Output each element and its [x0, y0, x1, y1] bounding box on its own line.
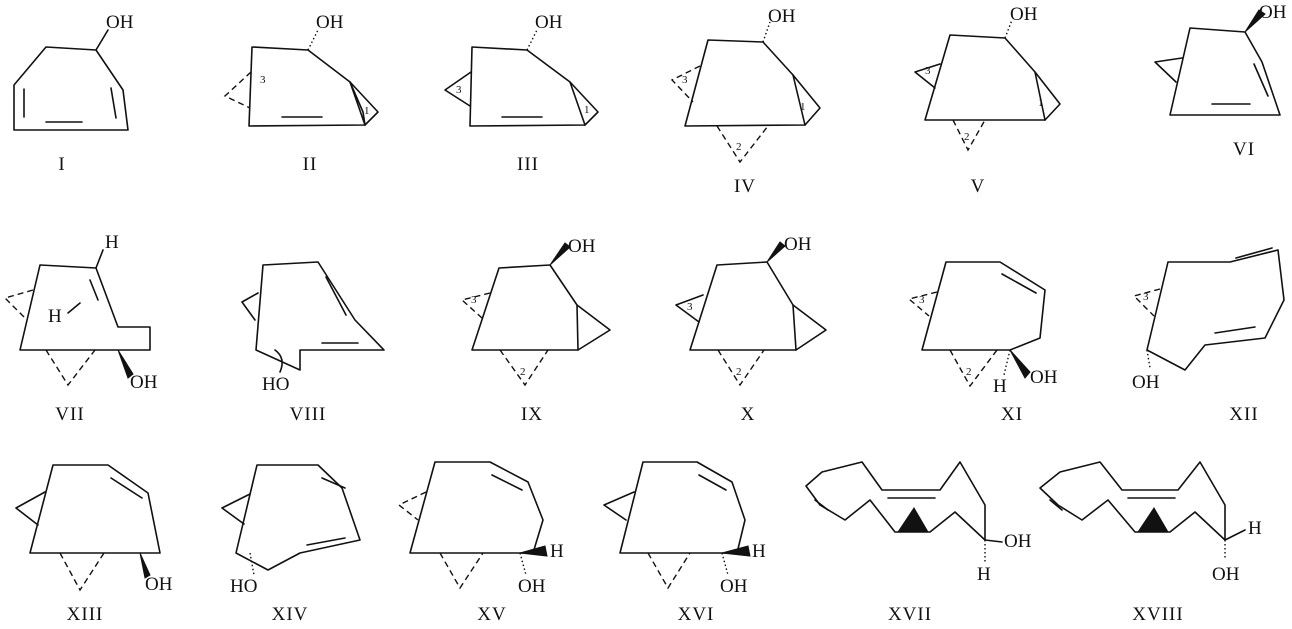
- hydroxyl-label: OH: [316, 12, 344, 33]
- hydrogen-label: H: [48, 306, 62, 327]
- ring-number-1: 1: [800, 101, 806, 113]
- compound-label-IV: IV: [734, 176, 756, 197]
- hydroxyl-label: OH: [1030, 367, 1058, 388]
- compound-label-III: III: [517, 154, 539, 175]
- structure-III: OH 3 1 III: [444, 12, 599, 175]
- compound-label-IX: IX: [521, 404, 543, 425]
- hydroxyl-label: OH: [1212, 564, 1240, 585]
- structure-XII: OH 3 XII: [1132, 247, 1285, 425]
- hydroxyl-label: OH: [518, 576, 546, 597]
- compound-label-XII: XII: [1229, 404, 1258, 425]
- hydroxyl-label: OH: [1010, 4, 1038, 25]
- structure-XVIII: H OH XVIII: [1039, 461, 1262, 625]
- ring-number-1: 1: [364, 105, 370, 117]
- compound-label-VIII: VIII: [290, 404, 327, 425]
- ring-number-1: 1: [1038, 97, 1044, 109]
- ring-number-3: 3: [919, 294, 925, 306]
- compound-label-XVI: XVI: [678, 604, 715, 625]
- hydrogen-label: H: [993, 376, 1007, 397]
- hydrogen-label: H: [550, 541, 564, 562]
- hydroxyl-label: OH: [535, 12, 563, 33]
- structure-VII: H H OH VII: [3, 232, 158, 425]
- compound-label-XVII: XVII: [888, 604, 932, 625]
- ring-number-3: 3: [471, 294, 477, 306]
- structure-VI: OH VI: [1154, 2, 1287, 160]
- hydroxyl-label: OH: [145, 574, 173, 595]
- compound-label-X: X: [741, 404, 756, 425]
- compound-label-XIII: XIII: [67, 604, 104, 625]
- structure-XVII: OH H XVII: [805, 461, 1032, 625]
- structure-V: OH 3 1 2 V: [914, 4, 1061, 197]
- ring-number-3: 3: [1143, 291, 1149, 303]
- structure-XIV: HO XIV: [221, 464, 361, 625]
- structure-X: OH 3 2 X: [675, 234, 827, 425]
- hydroxyl-label: OH: [1132, 372, 1160, 393]
- ring-number-2: 2: [736, 141, 742, 153]
- ring-number-3: 3: [456, 84, 462, 96]
- ring-number-1: 1: [584, 104, 590, 116]
- structure-XI: OH H 3 2 XI: [907, 261, 1058, 425]
- compound-label-XV: XV: [477, 604, 506, 625]
- structure-IV: OH 3 1 2 IV: [670, 6, 821, 197]
- hydroxyl-label: HO: [230, 576, 257, 597]
- structure-XV: H OH XV: [397, 461, 564, 625]
- hydroxyl-label: OH: [720, 576, 748, 597]
- hydroxyl-label: OH: [1259, 2, 1287, 23]
- compound-label-VII: VII: [55, 404, 84, 425]
- ring-number-2: 2: [520, 366, 526, 378]
- ring-number-2: 2: [736, 366, 742, 378]
- hydroxyl-label: HO: [262, 374, 289, 395]
- structure-IX: OH 3 2 IX: [460, 236, 611, 425]
- compound-label-XI: XI: [1001, 404, 1023, 425]
- hydrogen-label: H: [752, 541, 766, 562]
- ring-number-3: 3: [925, 65, 931, 77]
- hydroxyl-label: OH: [106, 12, 134, 33]
- ring-number-3: 3: [682, 74, 688, 86]
- ring-number-3: 3: [260, 74, 266, 86]
- compound-label-V: V: [971, 176, 986, 197]
- ring-number-2: 2: [964, 131, 970, 143]
- compound-label-XIV: XIV: [272, 604, 309, 625]
- ring-number-3: 3: [687, 301, 693, 313]
- compound-label-VI: VI: [1233, 139, 1255, 160]
- structure-VIII: HO VIII: [241, 261, 385, 425]
- structure-XIII: OH XIII: [15, 464, 173, 625]
- structure-XVI: H OH XVI: [603, 461, 766, 625]
- compound-label-II: II: [303, 154, 318, 175]
- structure-I: OH I: [13, 12, 134, 175]
- hydrogen-label: H: [105, 232, 119, 253]
- compound-label-XVIII: XVIII: [1132, 604, 1183, 625]
- compound-label-I: I: [58, 154, 65, 175]
- hydrogen-label: H: [977, 564, 991, 585]
- hydroxyl-label: OH: [784, 234, 812, 255]
- hydroxyl-label: OH: [768, 6, 796, 27]
- hydroxyl-label: OH: [130, 372, 158, 393]
- ring-number-2: 2: [966, 366, 972, 378]
- hydrogen-label: H: [1248, 518, 1262, 539]
- structure-II: OH 3 1 II: [223, 12, 379, 175]
- hydroxyl-label: OH: [568, 236, 596, 257]
- hydroxyl-label: OH: [1004, 531, 1032, 552]
